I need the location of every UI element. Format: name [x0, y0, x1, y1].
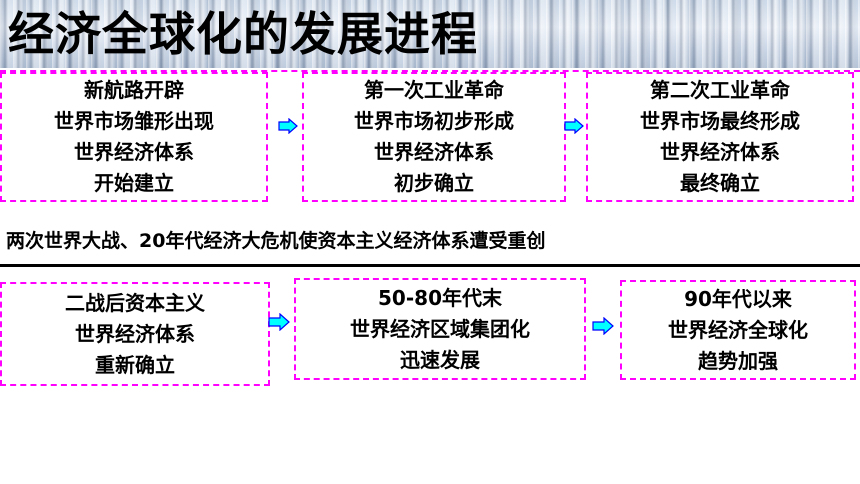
stage-line: 世界经济全球化 — [668, 317, 808, 342]
stage-box-first-industrial-revolution: 第一次工业革命 世界市场初步形成 世界经济体系 初步确立 — [302, 72, 566, 202]
stage-line: 世界经济体系 — [660, 140, 780, 164]
stage-line: 世界经济体系 — [374, 140, 494, 164]
stage-line: 趋势加强 — [698, 348, 778, 373]
stage-line: 迅速发展 — [400, 347, 480, 372]
title-banner: 经济全球化的发展进程 — [0, 0, 860, 68]
stage-line: 世界市场最终形成 — [640, 109, 800, 133]
section-divider — [0, 264, 860, 267]
stage-line: 初步确立 — [394, 171, 474, 195]
stage-box-second-industrial-revolution: 第二次工业革命 世界市场最终形成 世界经济体系 最终确立 — [586, 72, 854, 202]
stage-line: 世界经济体系 — [75, 321, 195, 346]
stage-line: 最终确立 — [680, 171, 760, 195]
stage-box-globalization: 90年代以来 世界经济全球化 趋势加强 — [620, 280, 856, 380]
stage-box-regional-integration: 50-80年代末 世界经济区域集团化 迅速发展 — [294, 278, 586, 380]
stage-line: 开始建立 — [94, 171, 174, 195]
stage-line: 新航路开辟 — [84, 78, 184, 102]
page-title: 经济全球化的发展进程 — [8, 7, 478, 61]
stage-line: 50-80年代末 — [378, 285, 502, 310]
stage-line: 世界经济区域集团化 — [350, 316, 530, 341]
right-arrow-icon — [268, 313, 290, 331]
right-arrow-icon — [564, 118, 584, 134]
stage-line: 第一次工业革命 — [364, 78, 504, 102]
stage-line: 重新确立 — [95, 352, 175, 377]
stage-line: 90年代以来 — [684, 286, 792, 311]
stage-line: 世界市场雏形出现 — [54, 109, 214, 133]
stage-line: 第二次工业革命 — [650, 78, 790, 102]
stage-line: 二战后资本主义 — [65, 290, 205, 315]
stage-line: 世界经济体系 — [74, 140, 194, 164]
stage-box-new-routes: 新航路开辟 世界市场雏形出现 世界经济体系 开始建立 — [0, 72, 268, 202]
right-arrow-icon — [278, 118, 298, 134]
stage-box-postwar-reestablish: 二战后资本主义 世界经济体系 重新确立 — [0, 282, 270, 386]
right-arrow-icon — [592, 317, 614, 335]
setback-description: 两次世界大战、20年代经济大危机使资本主义经济体系遭受重创 — [6, 230, 546, 252]
stage-line: 世界市场初步形成 — [354, 109, 514, 133]
divider-dashed — [0, 70, 860, 72]
